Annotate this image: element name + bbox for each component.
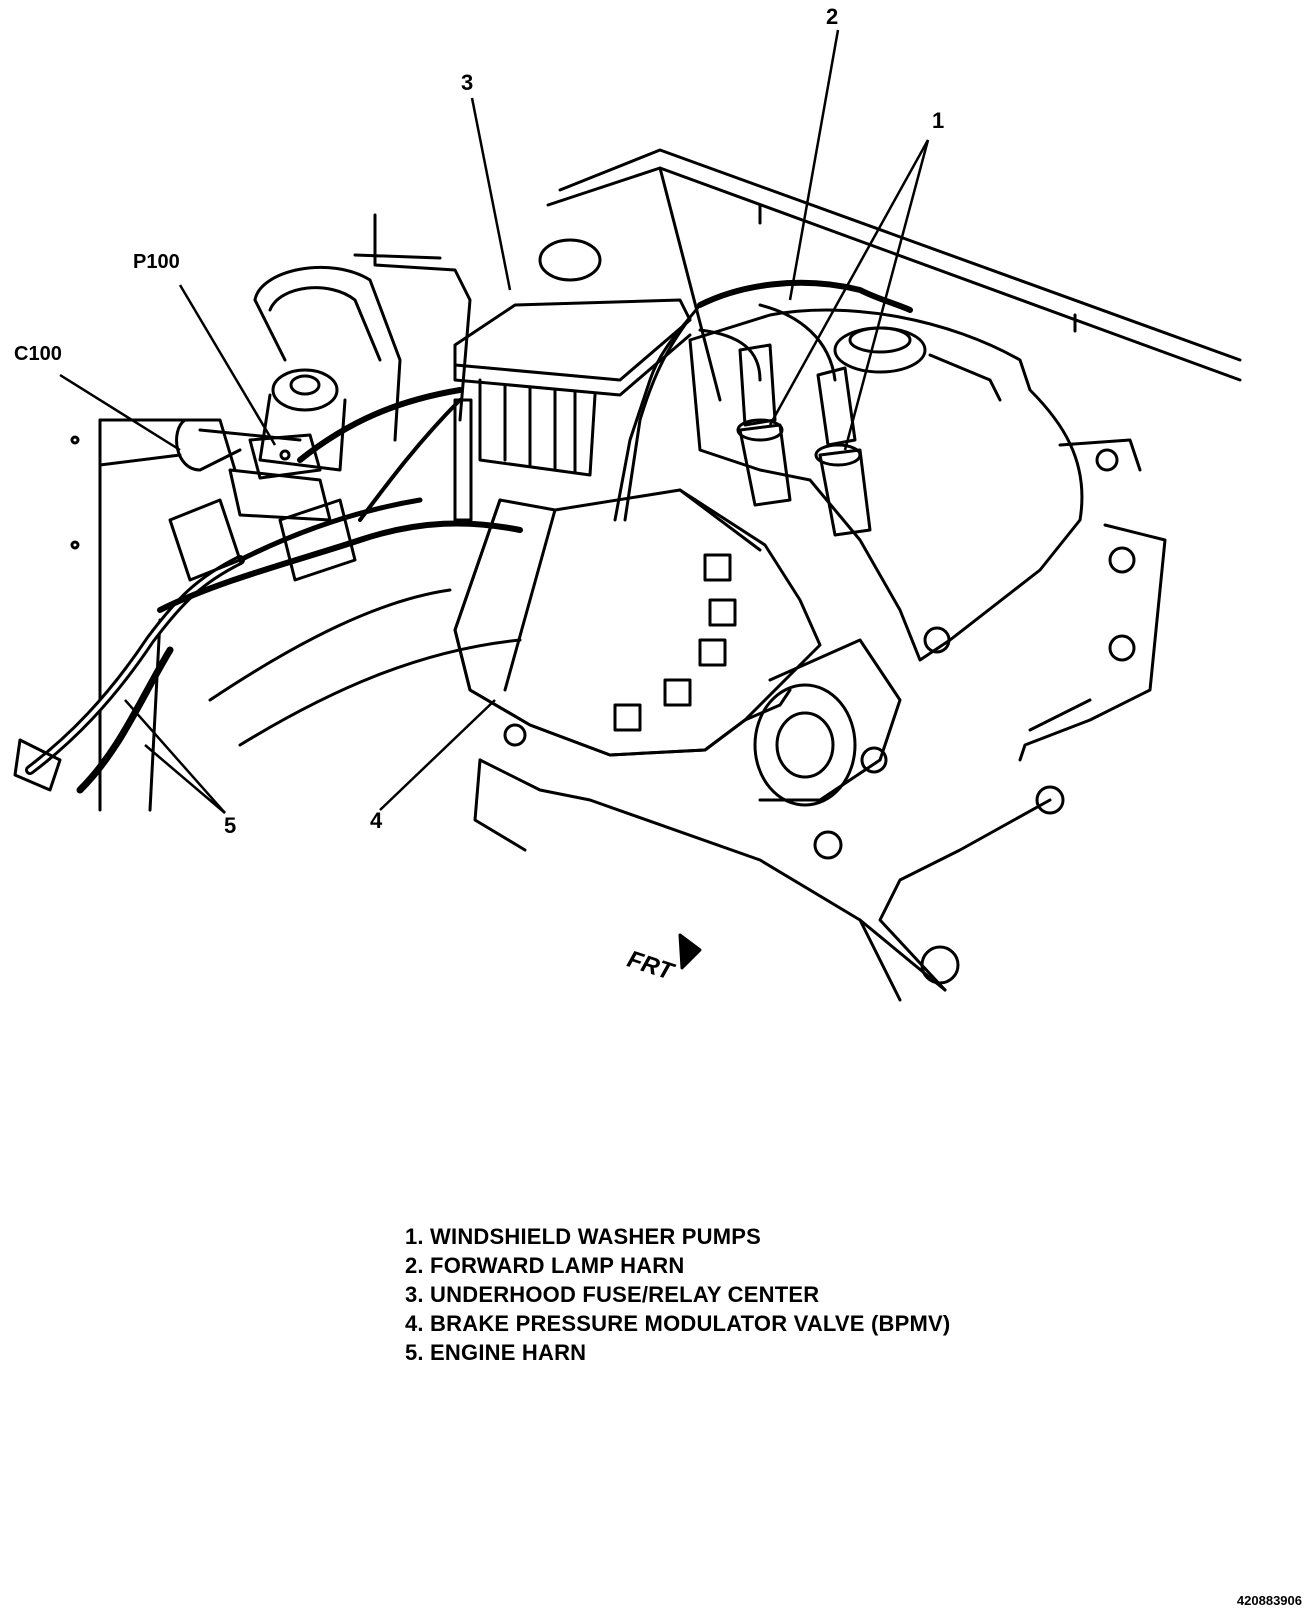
washer-pump-right [814,366,872,537]
washer-pump-left [736,343,792,507]
engine-harness [13,387,523,794]
pump-motor [753,638,902,807]
legend-item-3: 3. UNDERHOOD FUSE/RELAY CENTER [405,1282,820,1307]
legend: 1. WINDSHIELD WASHER PUMPS 2. FORWARD LA… [405,1222,950,1367]
forward-lamp-harness [613,279,913,522]
air-intake-duct [253,213,472,442]
washer-reservoir [688,308,1142,662]
legend-item-4: 4. BRAKE PRESSURE MODULATOR VALVE (BPMV) [405,1311,951,1336]
bpmv-module [453,488,822,757]
mounting-bracket [473,523,1167,1002]
legend-item-2: 2. FORWARD LAMP HARN [405,1253,685,1278]
connector-p100 [248,433,322,480]
legend-item-1: 1. WINDSHIELD WASHER PUMPS [405,1224,762,1249]
callout-3: 3 [461,70,474,95]
fuse-relay-center [453,238,692,477]
front-direction-arrow [678,933,702,970]
legend-item-5: 5. ENGINE HARN [405,1340,587,1365]
connector-c100 [168,498,357,582]
callout-1: 1 [932,108,945,133]
fender-apron [70,418,522,812]
callout-5: 5 [224,813,237,838]
callout-p100: P100 [133,251,180,273]
cowl-panel [546,148,1242,402]
figure-id: 420883906 [1236,1593,1302,1608]
leader-lines [59,29,930,814]
callout-4: 4 [370,808,383,833]
callout-c100: C100 [14,343,62,365]
callout-2: 2 [826,4,839,29]
